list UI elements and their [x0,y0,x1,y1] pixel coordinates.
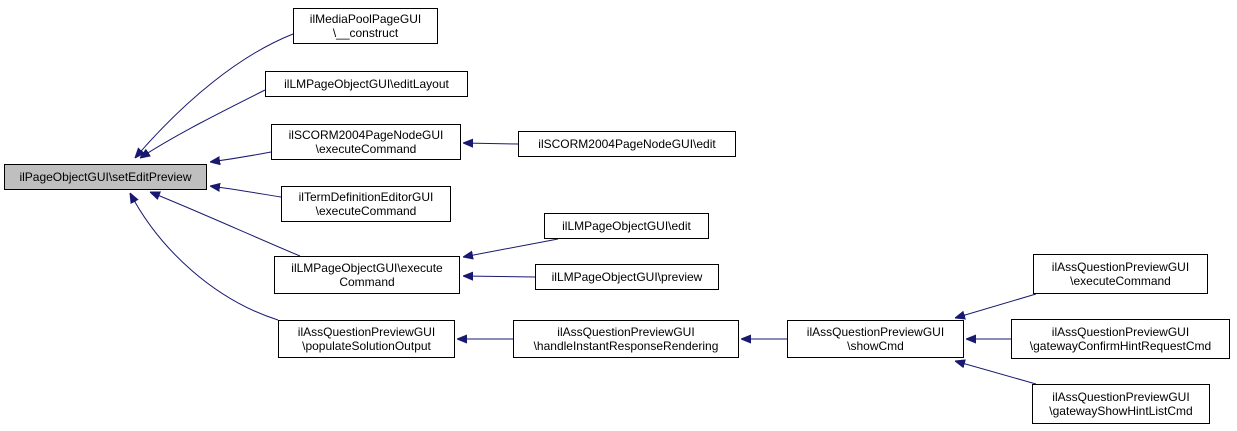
node-root[interactable]: ilPageObjectGUI\setEditPreview [4,164,207,190]
edge-scormexec-to-root [210,151,272,162]
node-mediapool-label-1: \__construct [332,26,399,40]
node-aqpopulate-label-0: ilAssQuestionPreviewGUI [297,325,436,339]
edge-aqhintlist-to-aqshow [955,361,1037,385]
node-aqshow-label-0: ilAssQuestionPreviewGUI [806,325,945,339]
node-lmeditlayout-label-0: ilLMPageObjectGUI\editLayout [284,77,449,91]
node-aqpopulate[interactable]: ilAssQuestionPreviewGUI \populateSolutio… [278,320,455,358]
node-aqhintlist[interactable]: ilAssQuestionPreviewGUI \gatewayShowHint… [1032,384,1210,424]
node-scormedit[interactable]: ilSCORM2004PageNodeGUI\edit [518,131,736,157]
node-termexec[interactable]: ilTermDefinitionEditorGUI \executeComman… [281,186,451,222]
node-lmedit-label-0: ilLMPageObjectGUI\edit [562,219,691,233]
node-lmedit[interactable]: ilLMPageObjectGUI\edit [544,213,709,239]
node-mediapool[interactable]: ilMediaPoolPageGUI \__construct [293,8,438,44]
node-scormexec-label-1: \executeCommand [315,142,417,156]
node-scormedit-label-0: ilSCORM2004PageNodeGUI\edit [538,137,716,151]
node-aqpopulate-label-1: \populateSolutionOutput [302,339,431,353]
node-lmexec-label-0: ilLMPageObjectGUI\execute [291,261,443,275]
node-lmeditlayout[interactable]: ilLMPageObjectGUI\editLayout [265,71,468,97]
node-lmexec-label-1: Command [339,275,395,289]
node-aqexec-label-1: \executeCommand [1070,274,1171,288]
node-mediapool-label-0: ilMediaPoolPageGUI [309,12,422,26]
node-aqshow[interactable]: ilAssQuestionPreviewGUI \showCmd [787,320,964,358]
node-lmpreview[interactable]: ilLMPageObjectGUI\preview [535,264,719,290]
edge-lmpreview-to-lmexec [463,276,536,277]
node-aqconfirm-label-1: \gatewayConfirmHintRequestCmd [1029,339,1212,353]
node-aqhandle-label-0: ilAssQuestionPreviewGUI [557,325,695,339]
node-lmexec[interactable]: ilLMPageObjectGUI\execute Command [274,256,460,294]
node-aqexec-label-0: ilAssQuestionPreviewGUI [1051,260,1190,274]
node-scormexec-label-0: ilSCORM2004PageNodeGUI [288,128,444,142]
edge-scormedit-to-scormexec [463,143,519,144]
node-aqhandle-label-1: \handleInstantResponseRendering [533,339,719,353]
edge-aqpopulate-to-root [130,193,279,321]
node-aqconfirm[interactable]: ilAssQuestionPreviewGUI \gatewayConfirmH… [1011,319,1230,359]
node-aqhintlist-label-1: \gatewayShowHintListCmd [1049,404,1193,418]
edge-lmeditlayout-to-root [140,89,266,158]
node-lmpreview-label-0: ilLMPageObjectGUI\preview [551,270,703,284]
node-termexec-label-0: ilTermDefinitionEditorGUI [298,190,434,204]
node-aqhintlist-label-0: ilAssQuestionPreviewGUI [1052,390,1190,404]
edge-mediapool-to-root [135,33,294,158]
edge-aqexec-to-aqshow [955,293,1037,318]
node-scormexec[interactable]: ilSCORM2004PageNodeGUI \executeCommand [271,124,461,160]
node-aqshow-label-1: \showCmd [847,339,904,353]
node-aqhandle[interactable]: ilAssQuestionPreviewGUI \handleInstantRe… [513,320,739,358]
edge-lmexec-to-root [150,192,301,257]
edge-lmedit-to-lmexec [463,238,559,257]
node-aqexec[interactable]: ilAssQuestionPreviewGUI \executeCommand [1033,254,1208,294]
node-aqconfirm-label-0: ilAssQuestionPreviewGUI [1051,325,1190,339]
edge-termexec-to-root [210,186,282,198]
node-termexec-label-1: \executeCommand [315,204,417,218]
node-root-label-0: ilPageObjectGUI\setEditPreview [19,170,192,184]
